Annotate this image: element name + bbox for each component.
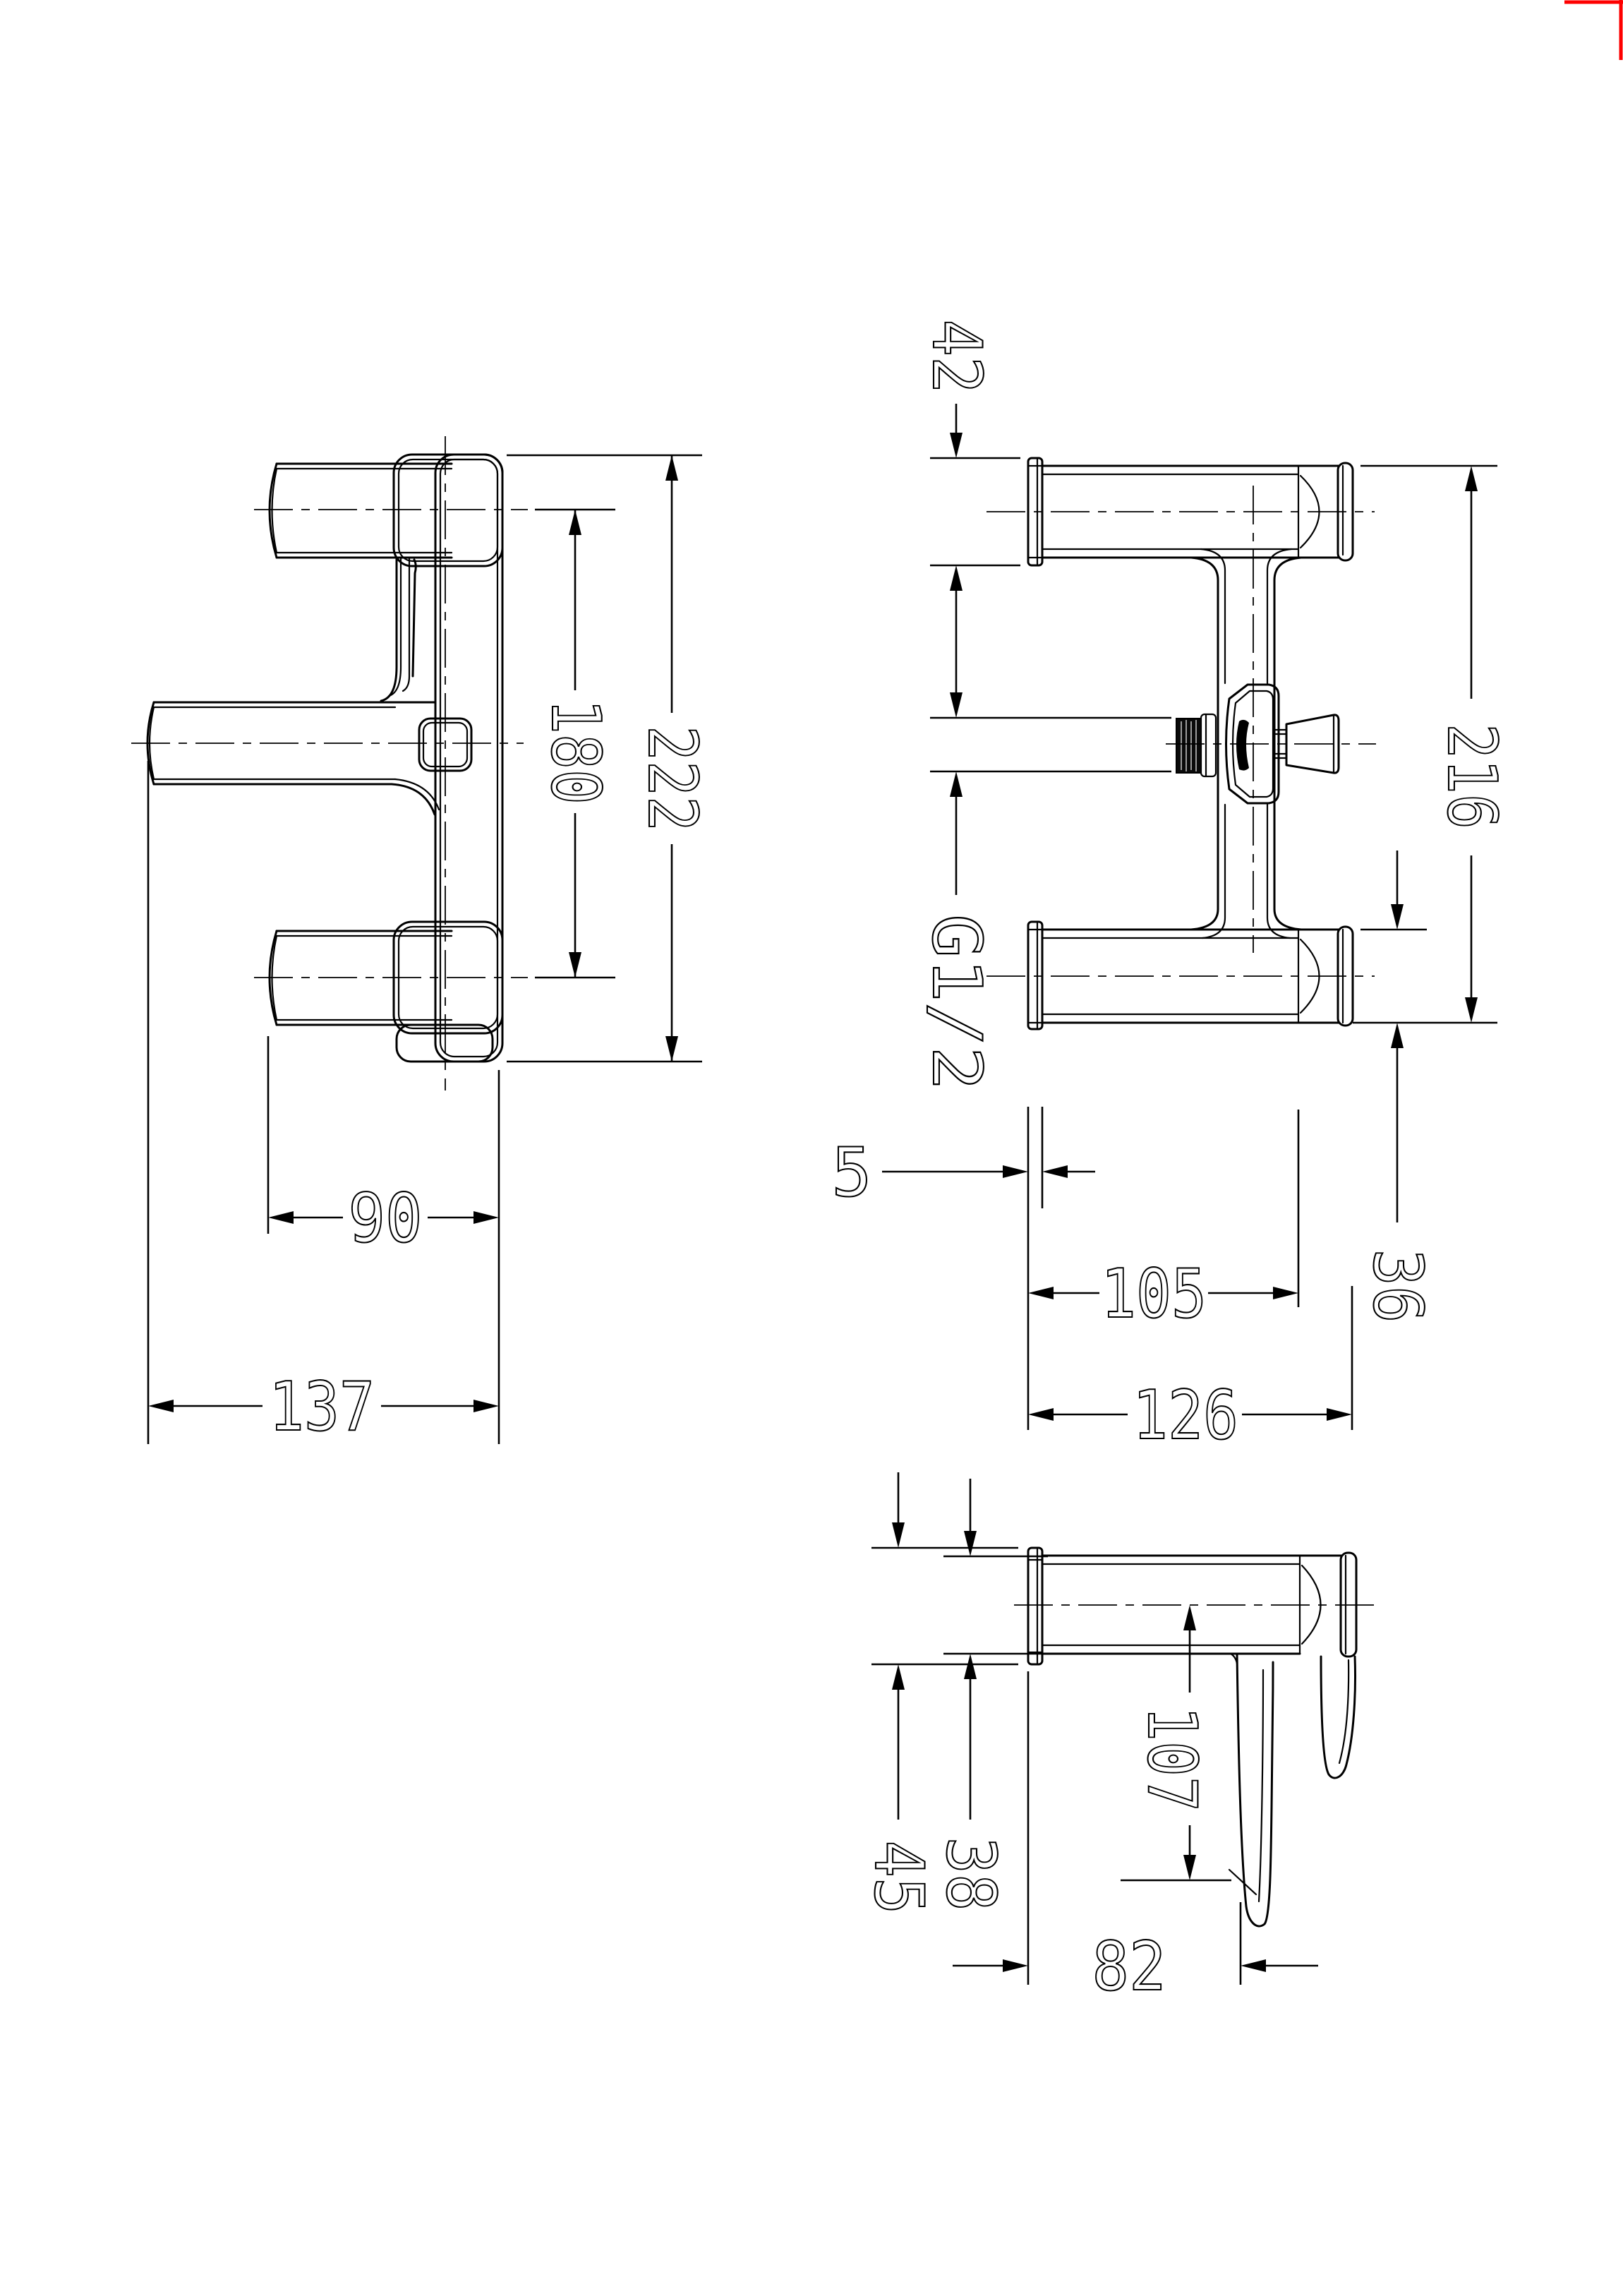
dim-label-222: 222 bbox=[633, 726, 711, 831]
dim-label-45: 45 bbox=[859, 1841, 937, 1915]
dim-hook-length: 90 bbox=[267, 1036, 500, 1444]
body-column-inner bbox=[439, 458, 499, 1058]
handle-knob bbox=[1273, 714, 1340, 774]
dim-label-90: 90 bbox=[349, 1180, 423, 1258]
valve-seat-shadow bbox=[1236, 719, 1249, 771]
threaded-inlet bbox=[1176, 713, 1217, 778]
dim-label-36: 36 bbox=[1358, 1249, 1436, 1323]
dim-hook-drop: 107 bbox=[1121, 1605, 1231, 1882]
dim-thread-size: G1/2 bbox=[917, 692, 1171, 1091]
dim-label-180: 180 bbox=[536, 699, 614, 805]
dim-label-82: 82 bbox=[1092, 1928, 1166, 2006]
dim-upper-flange-height: 42 bbox=[917, 318, 1020, 699]
elbow-hook bbox=[1320, 1655, 1356, 1779]
dim-tube-diameter: 38 bbox=[931, 1479, 1048, 1912]
detail-view: 45 38 107 82 bbox=[859, 1472, 1376, 2007]
body-tube bbox=[1190, 548, 1303, 939]
dim-label-42: 42 bbox=[917, 320, 995, 394]
lower-arm bbox=[268, 930, 453, 1026]
dim-overall-width: 126 bbox=[1028, 1286, 1353, 1455]
blade-tip-tick bbox=[1228, 1868, 1257, 1896]
dim-flange-thickness: 5 bbox=[831, 1107, 1095, 1213]
dim-label-g12: G1/2 bbox=[917, 914, 995, 1090]
upper-hook-blade bbox=[380, 556, 417, 702]
upper-hook-cup-inner bbox=[397, 458, 499, 563]
valve-escutcheon bbox=[1225, 683, 1280, 805]
detail-tube bbox=[1041, 1551, 1358, 1658]
upper-hook-cup bbox=[392, 453, 504, 567]
lower-tube bbox=[1027, 920, 1354, 1030]
dim-label-5: 5 bbox=[831, 1134, 871, 1212]
dim-label-105: 105 bbox=[1101, 1256, 1207, 1333]
dim-overall-height: 222 bbox=[507, 454, 711, 1063]
spout bbox=[146, 701, 440, 816]
front-view: 42 G1/2 216 bbox=[831, 318, 1511, 1455]
crop-mark bbox=[1564, 0, 1623, 60]
dim-label-107: 107 bbox=[1133, 1706, 1210, 1812]
dim-label-126: 126 bbox=[1133, 1377, 1238, 1455]
upper-arm bbox=[268, 462, 453, 559]
dim-lower-tube-diameter: 36 bbox=[1358, 851, 1437, 1324]
dim-front-overall-height: 216 bbox=[1353, 464, 1511, 1024]
dim-label-216: 216 bbox=[1432, 723, 1510, 829]
side-view: 180 222 90 137 bbox=[131, 436, 711, 1447]
detail-flange bbox=[1027, 1546, 1044, 1666]
dim-overall-depth: 137 bbox=[147, 761, 499, 1447]
dim-label-38: 38 bbox=[931, 1837, 1009, 1911]
dim-projection: 82 bbox=[953, 1671, 1318, 2007]
hook-blade bbox=[1228, 1652, 1274, 1928]
dim-body-width: 105 bbox=[1027, 1110, 1300, 1430]
dim-flange-height: 45 bbox=[859, 1472, 1018, 1916]
dim-hook-spacing: 180 bbox=[535, 508, 615, 979]
dim-label-137: 137 bbox=[269, 1369, 375, 1446]
